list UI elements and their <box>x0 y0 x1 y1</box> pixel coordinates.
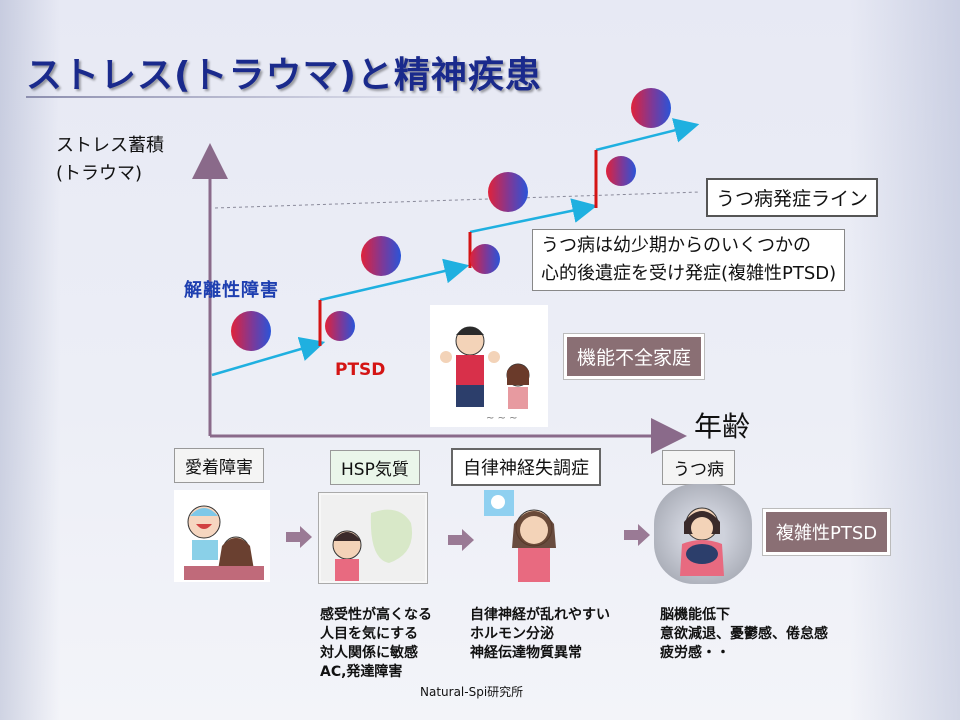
dysfunctional-family-tag: 機能不全家庭 <box>564 334 705 379</box>
flow-arrow-1 <box>286 526 312 548</box>
stage-attachment-disorder: 愛着障害 <box>174 448 264 483</box>
hsp-description-line: 人目を気にする <box>320 626 419 642</box>
background-band-right <box>850 0 960 720</box>
autonomic-description-line: 自律神経が乱れやすい <box>470 607 610 623</box>
depression-onset-line-label: うつ病発症ライン <box>706 178 879 217</box>
depression-threshold-line <box>214 191 701 209</box>
credit-label: Natural-Spi研究所 <box>420 685 524 699</box>
title-underline <box>26 96 466 98</box>
depression-description-line: 脳機能低下 <box>660 607 730 623</box>
stage-hsp-temperament: HSP気質 <box>330 450 420 485</box>
family-conflict-illustration: ~ ~ ~ <box>430 305 548 427</box>
stress-arrow-2 <box>319 258 470 302</box>
stress-arrow-1 <box>211 336 326 377</box>
y-axis-label: ストレス蓄積 (トラウマ) <box>56 132 164 188</box>
x-axis-label: 年齢 <box>694 410 751 443</box>
tired-woman-illustration <box>480 488 580 584</box>
hsp-description: 感受性が高くなる 人目を気にする 対人関係に敏感 AC,発達障害 <box>320 606 432 682</box>
explanation-line2: 心的後遺症を受け発症(複雑性PTSD) <box>541 263 837 284</box>
autonomic-description-line: 神経伝達物質異常 <box>470 645 582 661</box>
stage-depression: うつ病 <box>662 450 735 485</box>
hsp-description-line: 対人関係に敏感 <box>320 645 418 661</box>
girl-shy-illustration <box>318 492 428 584</box>
flow-arrow-3 <box>624 524 650 546</box>
ptsd-label: PTSD <box>335 360 386 380</box>
trauma-ball <box>488 172 528 212</box>
hsp-description-line: 感受性が高くなる <box>320 607 432 623</box>
trauma-ball <box>470 244 500 274</box>
depression-description: 脳機能低下 意欲減退、憂鬱感、倦怠感 疲労感・・ <box>660 606 828 663</box>
depression-description-line: 意欲減退、憂鬱感、倦怠感 <box>660 626 828 642</box>
explanation-box: うつ病は幼少期からのいくつかの 心的後遺症を受け発症(複雑性PTSD) <box>532 229 846 291</box>
slide-title: ストレス(トラウマ)と精神疾患 <box>26 55 542 96</box>
autonomic-description: 自律神経が乱れやすい ホルモン分泌 神経伝達物質異常 <box>470 606 610 663</box>
dissociative-disorder-label: 解離性障害 <box>184 280 279 301</box>
complex-ptsd-tag: 複雑性PTSD <box>763 509 891 555</box>
mother-crying-baby-illustration <box>174 490 270 582</box>
stress-arrow-3 <box>469 198 598 234</box>
stress-arrow-4 <box>595 118 700 152</box>
flow-arrow-2 <box>448 529 474 551</box>
trauma-ball <box>325 311 355 341</box>
y-axis-label-line2: (トラウマ) <box>56 163 143 184</box>
background-band-left <box>0 0 60 720</box>
trauma-ball <box>361 236 401 276</box>
trauma-ball <box>606 156 636 186</box>
hsp-description-line: AC,発達障害 <box>320 664 403 680</box>
explanation-line1: うつ病は幼少期からのいくつかの <box>541 235 811 256</box>
trauma-ball <box>631 88 671 128</box>
trauma-ball <box>231 311 271 351</box>
y-axis-label-line1: ストレス蓄積 <box>56 135 164 156</box>
autonomic-description-line: ホルモン分泌 <box>470 626 554 642</box>
depressed-woman-illustration <box>654 484 752 584</box>
depression-description-line: 疲労感・・ <box>660 645 730 661</box>
svg-text:~ ~ ~: ~ ~ ~ <box>486 413 518 424</box>
stage-autonomic-dysfunction: 自律神経失調症 <box>451 448 601 486</box>
